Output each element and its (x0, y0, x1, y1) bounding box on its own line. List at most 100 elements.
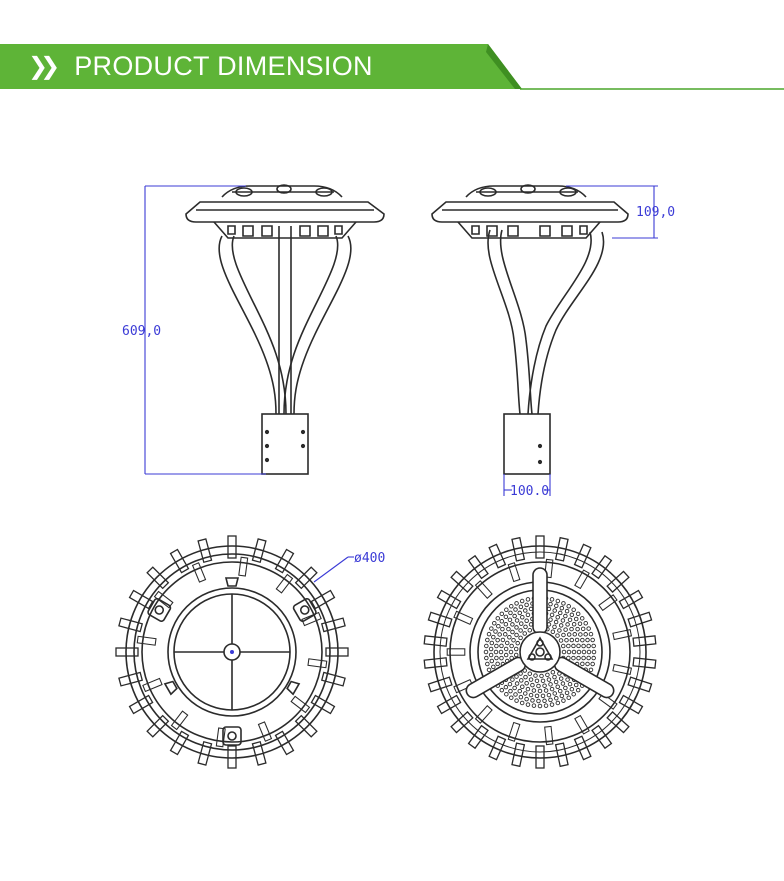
led-dot (520, 684, 525, 690)
led-dot (572, 632, 578, 637)
led-dot (575, 626, 580, 632)
led-dot (527, 671, 533, 676)
led-dot (577, 621, 583, 626)
led-dot (503, 646, 509, 652)
led-dot (510, 622, 515, 627)
led-dot (504, 607, 509, 613)
total-height-dimension (144, 185, 266, 475)
led-dot (545, 672, 550, 678)
led-dot (588, 667, 594, 673)
led-dot (555, 684, 560, 690)
led-dot (527, 628, 533, 633)
led-dot (499, 619, 505, 624)
led-dot (485, 661, 490, 667)
led-dot (488, 646, 494, 652)
led-dot (499, 655, 504, 661)
led-dot (530, 682, 535, 688)
led-dot (586, 643, 591, 649)
led-dot (566, 649, 572, 655)
led-dot (571, 643, 576, 649)
led-dot (484, 643, 489, 649)
led-dot (514, 674, 519, 679)
led-dot (503, 684, 509, 690)
led-dot (591, 649, 597, 655)
led-dot (536, 683, 541, 689)
led-dot (583, 621, 588, 626)
led-dot (567, 617, 573, 623)
led-dot (508, 688, 513, 694)
led-dot (508, 610, 513, 616)
led-dot (560, 681, 566, 686)
led-dot (564, 690, 570, 696)
led-dot (549, 686, 555, 692)
led-dot (484, 655, 489, 661)
led-dot (559, 605, 565, 611)
led-dot (537, 688, 543, 694)
led-dot (561, 649, 567, 655)
led-dot (573, 682, 579, 688)
led-dot (581, 655, 586, 661)
led-dot (567, 681, 573, 687)
led-dot (518, 604, 524, 610)
led-dot (499, 687, 505, 693)
header: ❯❯ PRODUCT DIMENSION (0, 0, 784, 100)
led-dot (507, 617, 513, 623)
led-dot (512, 685, 517, 691)
led-dot (514, 625, 519, 630)
diameter-label: ø400 (354, 551, 385, 566)
led-dot (492, 621, 497, 626)
led-dot (486, 667, 492, 673)
head-height-label: 109,0 (636, 205, 675, 220)
led-dot (559, 693, 565, 699)
led-dot (579, 616, 585, 621)
led-dot (509, 643, 514, 649)
led-dot (489, 626, 494, 631)
led-dot (576, 649, 582, 655)
led-dot (558, 623, 564, 628)
led-dot (571, 655, 576, 661)
led-dot (566, 604, 571, 609)
led-dot (488, 652, 494, 658)
led-dot (493, 629, 498, 634)
led-dot (498, 649, 504, 655)
led-dot (517, 688, 523, 694)
led-dot (561, 643, 566, 649)
led-dot (515, 640, 520, 646)
led-dot (549, 612, 555, 618)
top-view (115, 535, 349, 769)
led-dot (534, 678, 540, 684)
led-dot (580, 661, 585, 667)
led-dot (583, 632, 588, 637)
led-dot (503, 614, 509, 620)
led-dot (525, 612, 531, 618)
led-dot (555, 700, 561, 706)
led-dot (518, 635, 523, 641)
led-dot (552, 674, 557, 680)
led-dot (571, 649, 577, 655)
led-dot (495, 637, 500, 643)
led-dot (514, 632, 519, 638)
led-dot (565, 622, 570, 627)
led-dot (510, 629, 515, 635)
led-dot (576, 655, 581, 661)
led-dot (548, 697, 553, 703)
led-dot (517, 610, 523, 616)
led-dot (546, 677, 552, 682)
led-dot (506, 626, 511, 632)
led-dot (504, 640, 510, 646)
led-dot (586, 626, 591, 631)
led-dot (561, 601, 566, 606)
led-dot (540, 678, 546, 684)
led-dot (485, 637, 490, 643)
led-dot (563, 613, 568, 619)
led-dot (518, 694, 524, 700)
led-dot (496, 623, 501, 629)
led-dot (537, 703, 543, 709)
led-dot (491, 664, 496, 670)
led-dot (558, 676, 564, 681)
led-dot (507, 681, 513, 687)
led-dot (566, 695, 571, 700)
led-dot (513, 646, 519, 652)
led-dot (580, 637, 585, 643)
led-dot (548, 617, 553, 622)
